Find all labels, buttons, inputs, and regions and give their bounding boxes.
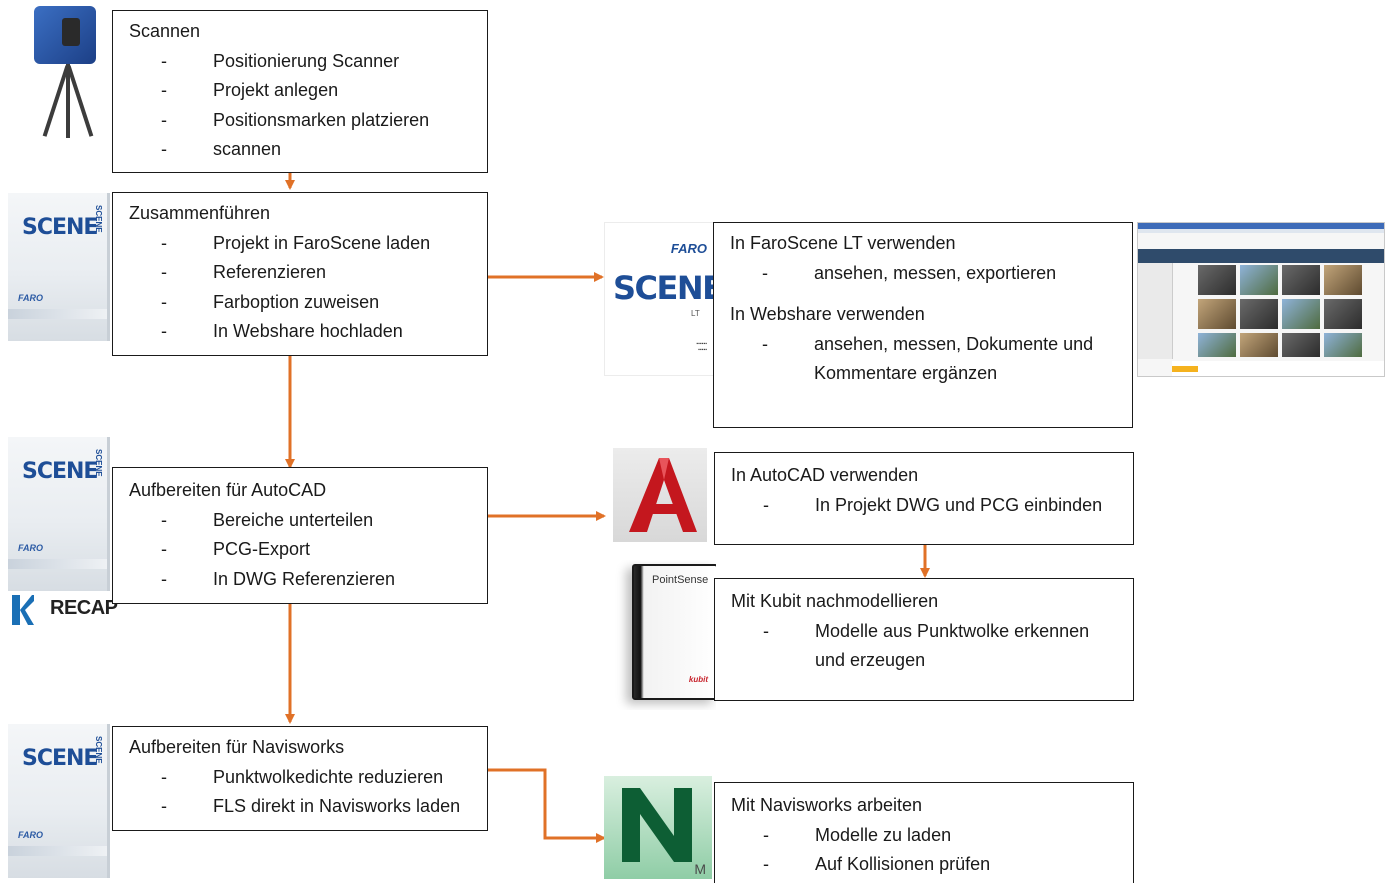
navisworks-logo-image: M: [604, 776, 712, 879]
step-list: -Punktwolkedichte reduzieren -FLS direkt…: [129, 763, 487, 822]
step-list: -Bereiche unterteilen -PCG-Export -In DW…: [129, 506, 487, 595]
box-title: Aufbereiten für AutoCAD: [129, 480, 327, 500]
faro-scene-lt-image: FARO SCENE LT ▪▪▪▪▪▪▪▪▪▪▪: [604, 222, 714, 376]
box-subtitle: In Webshare verwenden: [730, 304, 925, 325]
webshare-screenshot-image: [1137, 222, 1385, 377]
autocad-a-icon: [629, 458, 697, 532]
step-list: -Positionierung Scanner -Projekt anlegen…: [129, 47, 487, 165]
step-list: -Modelle aus Punktwolke erkennen und erz…: [731, 617, 1133, 676]
faro-scene-box-image: SCENE SCENE FARO: [8, 437, 110, 591]
laser-scanner-image: [22, 0, 112, 140]
list-item: -In Webshare hochladen: [161, 321, 403, 342]
list-item: -PCG-Export: [161, 539, 311, 560]
list-item: -Modelle zu laden: [763, 824, 952, 845]
list-item: -In DWG Referenzieren: [161, 568, 396, 589]
list-item: -Farboption zuweisen: [161, 291, 380, 312]
list-item: -Modelle aus Punktwolke erkennen: [763, 620, 1090, 641]
list-item: -Positionsmarken platzieren: [161, 109, 430, 130]
navisworks-n-icon: [622, 788, 692, 862]
box-aufbereiten-navisworks: Aufbereiten für Navisworks -Punktwolkedi…: [112, 726, 488, 831]
recap-k-icon: [12, 595, 34, 625]
step-list: -Modelle zu laden -Auf Kollisionen prüfe…: [731, 821, 1133, 880]
box-autocad-verwenden: In AutoCAD verwenden -In Projekt DWG und…: [714, 452, 1134, 545]
box-title: Zusammenführen: [129, 203, 271, 223]
list-item: -Referenzieren: [161, 262, 327, 283]
list-item: Kommentare ergänzen: [814, 363, 998, 384]
list-item: -Projekt in FaroScene laden: [161, 232, 431, 253]
box-navisworks-arbeiten: Mit Navisworks arbeiten -Modelle zu lade…: [714, 782, 1134, 883]
step-list: -ansehen, messen, Dokumente und Kommenta…: [730, 330, 1132, 389]
box-kubit: Mit Kubit nachmodellieren -Modelle aus P…: [714, 578, 1134, 701]
box-title: Mit Kubit nachmodellieren: [731, 591, 939, 611]
list-item: -ansehen, messen, Dokumente und: [762, 333, 1094, 354]
box-title: Scannen: [129, 21, 201, 41]
list-item: -Projekt anlegen: [161, 80, 339, 101]
box-zusammenfuehren: Zusammenführen -Projekt in FaroScene lad…: [112, 192, 488, 356]
list-item: -ansehen, messen, exportieren: [762, 262, 1057, 283]
box-aufbereiten-autocad: Aufbereiten für AutoCAD -Bereiche untert…: [112, 467, 488, 604]
box-title: In AutoCAD verwenden: [731, 465, 919, 485]
arrow-navis-prep-to-navis: [488, 768, 606, 843]
box-title: Mit Navisworks arbeiten: [731, 795, 923, 815]
list-item: -Auf Kollisionen prüfen: [763, 854, 991, 875]
step-list: -In Projekt DWG und PCG einbinden: [731, 491, 1133, 521]
list-item: und erzeugen: [815, 650, 926, 671]
autocad-logo-image: [613, 448, 707, 542]
list-item: -FLS direkt in Navisworks laden: [161, 796, 461, 817]
faro-scene-box-image: SCENE SCENE FARO: [8, 193, 110, 341]
list-item: -In Projekt DWG und PCG einbinden: [763, 494, 1103, 515]
box-scannen: Scannen -Positionierung Scanner -Projekt…: [112, 10, 488, 173]
step-list: -Projekt in FaroScene laden -Referenzier…: [129, 229, 487, 347]
box-faroscene-lt: In FaroScene LT verwenden -ansehen, mess…: [713, 222, 1133, 428]
step-list: -ansehen, messen, exportieren: [730, 259, 1132, 289]
list-item: -Punktwolkedichte reduzieren: [161, 766, 444, 787]
pointsense-box-image: PointSense kubit: [606, 560, 716, 710]
list-item: -Bereiche unterteilen: [161, 509, 374, 530]
box-title: Aufbereiten für Navisworks: [129, 737, 345, 757]
list-item: -scannen: [161, 139, 282, 160]
list-item: -Positionierung Scanner: [161, 50, 400, 71]
faro-scene-box-image: SCENE SCENE FARO: [8, 724, 110, 878]
box-title: In FaroScene LT verwenden: [730, 233, 956, 253]
recap-logo: RECAP: [10, 593, 122, 627]
